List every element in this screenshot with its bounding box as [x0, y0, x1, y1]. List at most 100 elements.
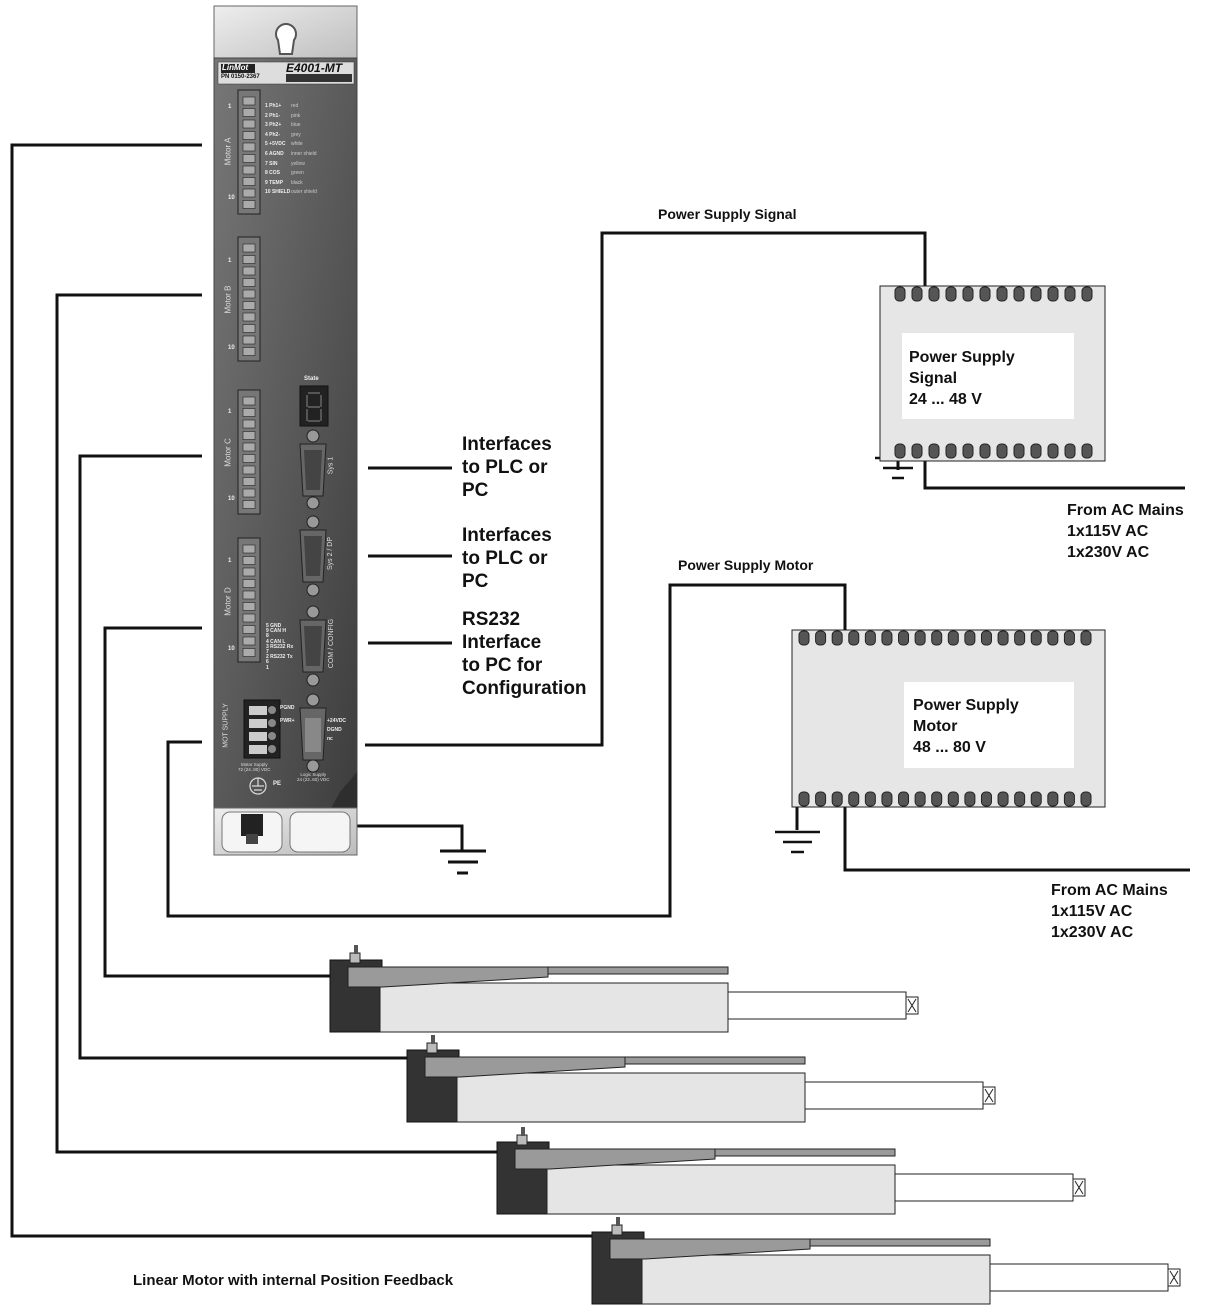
psu-signal-title: Power Supply Signal: [658, 206, 797, 222]
connector-pin: [242, 408, 256, 417]
ac-mains-label-2: From AC Mains 1x115V AC 1x230V AC: [1051, 882, 1168, 941]
psu-signal-text: Power Supply Signal 24 ... 48 V: [909, 347, 1015, 410]
connector-pin: [242, 142, 256, 152]
motor-c-label: Motor C: [223, 438, 233, 467]
connector-pin: [242, 165, 256, 175]
seven-segment-icon: [306, 392, 322, 422]
pgnd-label: PGND: [280, 705, 295, 711]
terminal-screw: [1081, 286, 1093, 302]
terminal-screw: [914, 791, 926, 807]
linear-motor: [406, 1035, 996, 1123]
terminal-screw: [1014, 791, 1026, 807]
pe-ground-icon: [249, 777, 267, 795]
pe-label: PE: [273, 781, 282, 787]
connector-pin: [242, 396, 256, 406]
pin-wire-color: blue: [291, 122, 301, 129]
connector-pin: [242, 278, 256, 287]
linear-motor: [496, 1127, 1086, 1215]
pin-row: 1 Ph1+red: [265, 102, 317, 112]
connector-pin: [242, 465, 256, 475]
terminal-screw: [964, 630, 976, 646]
connector-pin: [242, 324, 256, 333]
connector-pin: [242, 335, 256, 345]
logic-pin: +24VDC: [327, 718, 347, 724]
terminal-screw: [1030, 286, 1042, 302]
connector-pin: [242, 431, 256, 440]
terminal-screw: [1064, 443, 1076, 459]
connector-pin: [242, 454, 256, 463]
connector-pin: [242, 108, 256, 117]
pin-number: 1: [228, 558, 232, 564]
terminal-screw: [881, 791, 893, 807]
connector-pin: [242, 636, 256, 646]
interfaces-label-1: Interfaces to PLC or PC: [462, 434, 552, 501]
pin-row: 10 SHIELDouter shield: [265, 188, 317, 198]
connector-pin: [242, 312, 256, 322]
ac-mains-label-1: From AC Mains 1x115V AC 1x230V AC: [1067, 502, 1184, 561]
terminal-screw: [931, 791, 943, 807]
terminal-screw: [911, 443, 923, 459]
terminal-screw: [898, 630, 910, 646]
connector-pin: [242, 301, 256, 310]
connector-pin: [242, 567, 256, 577]
terminal-screw: [848, 630, 860, 646]
psu-motor-name: Power Supply Motor: [913, 697, 1019, 735]
terminal-screw: [898, 791, 910, 807]
com-pin: 6: [266, 659, 269, 666]
com-pin: 5 GND: [266, 623, 282, 629]
connector-pin: [242, 154, 256, 163]
connector-pin: [242, 500, 256, 509]
controller-e4001: [213, 5, 358, 856]
motor-a-label: Motor A: [223, 137, 233, 166]
pin-wire-color: pink: [291, 112, 301, 119]
com-pin: 7: [266, 649, 269, 656]
wire-motor-d: [103, 626, 333, 978]
motor-supply-terminal: [243, 699, 281, 759]
pin-number: 1: [228, 258, 232, 264]
pin-wire-color: white: [291, 141, 303, 148]
linear-motor: [329, 945, 919, 1033]
connector-pin: [242, 255, 256, 264]
terminal-screw: [1081, 443, 1093, 459]
keyhole-icon: [275, 23, 297, 55]
terminal-screw: [931, 630, 943, 646]
terminal-screw: [1063, 630, 1075, 646]
terminal-screw: [996, 286, 1008, 302]
motor-b-label: Motor B: [223, 285, 233, 314]
pin-name: 6 AGND: [265, 150, 284, 157]
connector-pin: [242, 177, 256, 186]
pwr-label: PWR+: [280, 718, 295, 724]
terminal-screw: [945, 286, 957, 302]
connector-pin: [242, 556, 256, 565]
pin-name: 7 SIN: [265, 160, 278, 167]
pin-number: 10: [228, 646, 235, 652]
terminal-screw: [947, 630, 959, 646]
pin-name: 10 SHIELD: [265, 189, 291, 196]
ground-icon: [775, 830, 820, 854]
model-label: E4001-MT: [286, 61, 343, 75]
terminal-screw: [980, 630, 992, 646]
pin-name: 8 COS: [265, 170, 281, 177]
wire-mains-signal: [923, 460, 1185, 490]
connector-pin: [242, 419, 256, 429]
motor-d-label: Motor D: [223, 587, 233, 616]
psu-motor-title: Power Supply Motor: [678, 557, 814, 573]
pin-wire-color: green: [291, 170, 304, 177]
ground-icon: [440, 849, 486, 875]
terminal-screw: [996, 443, 1008, 459]
connector-pin: [242, 442, 256, 452]
terminal-screw: [1030, 630, 1042, 646]
pin-number: 1: [228, 104, 232, 110]
wire-mains-motor: [843, 805, 1190, 872]
pin-wire-color: inner shield: [291, 150, 317, 157]
psu-signal-name: Power Supply Signal: [909, 349, 1015, 387]
terminal-screw: [1064, 286, 1076, 302]
terminal-screw: [798, 791, 810, 807]
pin-wire-color: red: [291, 103, 299, 109]
terminal-screw: [997, 791, 1009, 807]
state-label: State: [304, 376, 319, 382]
